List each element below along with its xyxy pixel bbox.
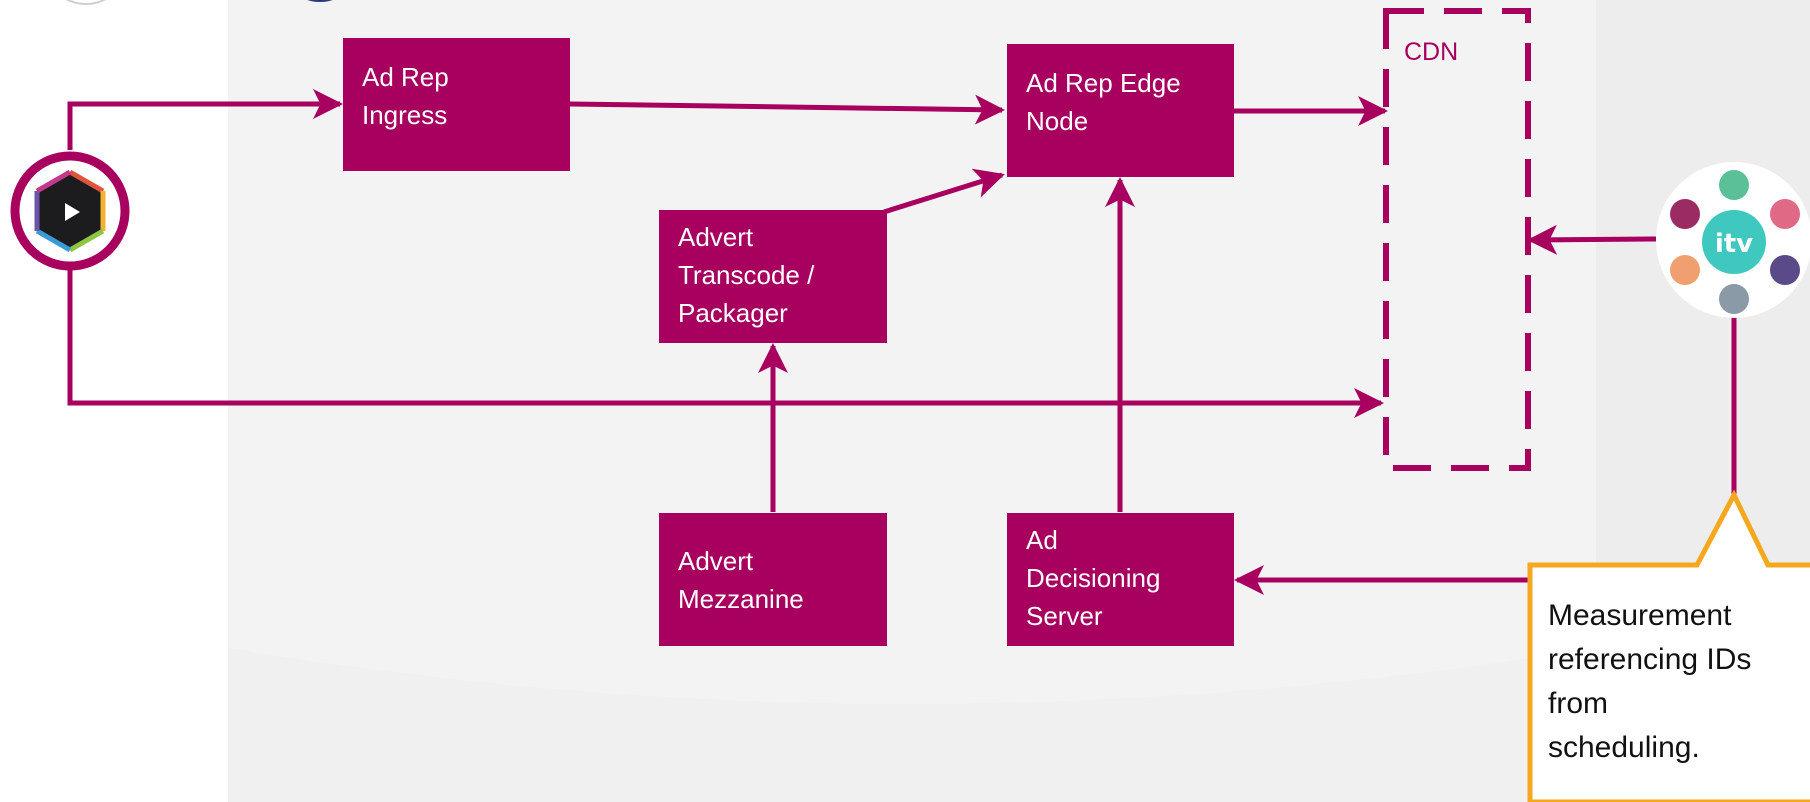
ad-rep-ingress-line-2: Ingress — [362, 100, 448, 130]
ad-rep-ingress-box: Ad Rep Ingress — [343, 38, 570, 171]
top-left-circle-icon — [65, 0, 107, 5]
advert-transcode-packager-box: Advert Transcode / Packager — [659, 210, 887, 343]
player-to-cdn-line — [67, 270, 1384, 418]
callout-line-4: scheduling. — [1548, 731, 1700, 764]
advert-transcode-line-1: Advert — [678, 222, 754, 252]
advert-mezzanine-box: Advert Mezzanine — [659, 513, 887, 646]
transcode-to-edge-line — [883, 168, 1005, 215]
advert-mezzanine-line-2: Mezzanine — [678, 583, 804, 614]
ad-rep-edge-node-box: Ad Rep Edge Node — [1007, 44, 1234, 177]
svg-text:itv: itv — [1715, 229, 1753, 259]
itv-logo-icon: itv — [1656, 162, 1810, 318]
ad-rep-ingress-line-1: Ad Rep — [362, 62, 449, 92]
callout-line-1: Measurement — [1548, 599, 1732, 632]
measurement-callout — [1527, 489, 1810, 802]
itv-to-cdn-line — [1527, 224, 1657, 255]
top-circle-icon — [307, 0, 333, 2]
callout-line-3: from — [1548, 687, 1608, 720]
ad-decisioning-line-3: Server — [1026, 601, 1103, 631]
player-to-ingress-line — [67, 89, 343, 150]
ad-rep-edge-node-line-1: Ad Rep Edge — [1026, 68, 1181, 98]
advert-mezzanine-line-1: Advert — [678, 545, 754, 576]
ad-decisioning-line-2: Decisioning — [1026, 563, 1161, 593]
ad-rep-edge-node-line-2: Node — [1026, 106, 1089, 136]
advert-transcode-line-3: Packager — [678, 298, 788, 328]
cdn-label: CDN — [1404, 38, 1459, 66]
callout-line-2: referencing IDs — [1548, 643, 1752, 676]
background-curve — [228, 648, 1596, 802]
ad-decisioning-line-1: Ad — [1026, 525, 1058, 555]
measurement-callout-text: Measurement referencing IDs from schedul… — [1548, 594, 1793, 770]
ingress-to-edge-line — [569, 94, 1005, 125]
video-player-icon — [10, 151, 130, 271]
ad-decisioning-server-box: Ad Decisioning Server — [1007, 513, 1234, 646]
advert-transcode-line-2: Transcode / — [678, 260, 815, 290]
